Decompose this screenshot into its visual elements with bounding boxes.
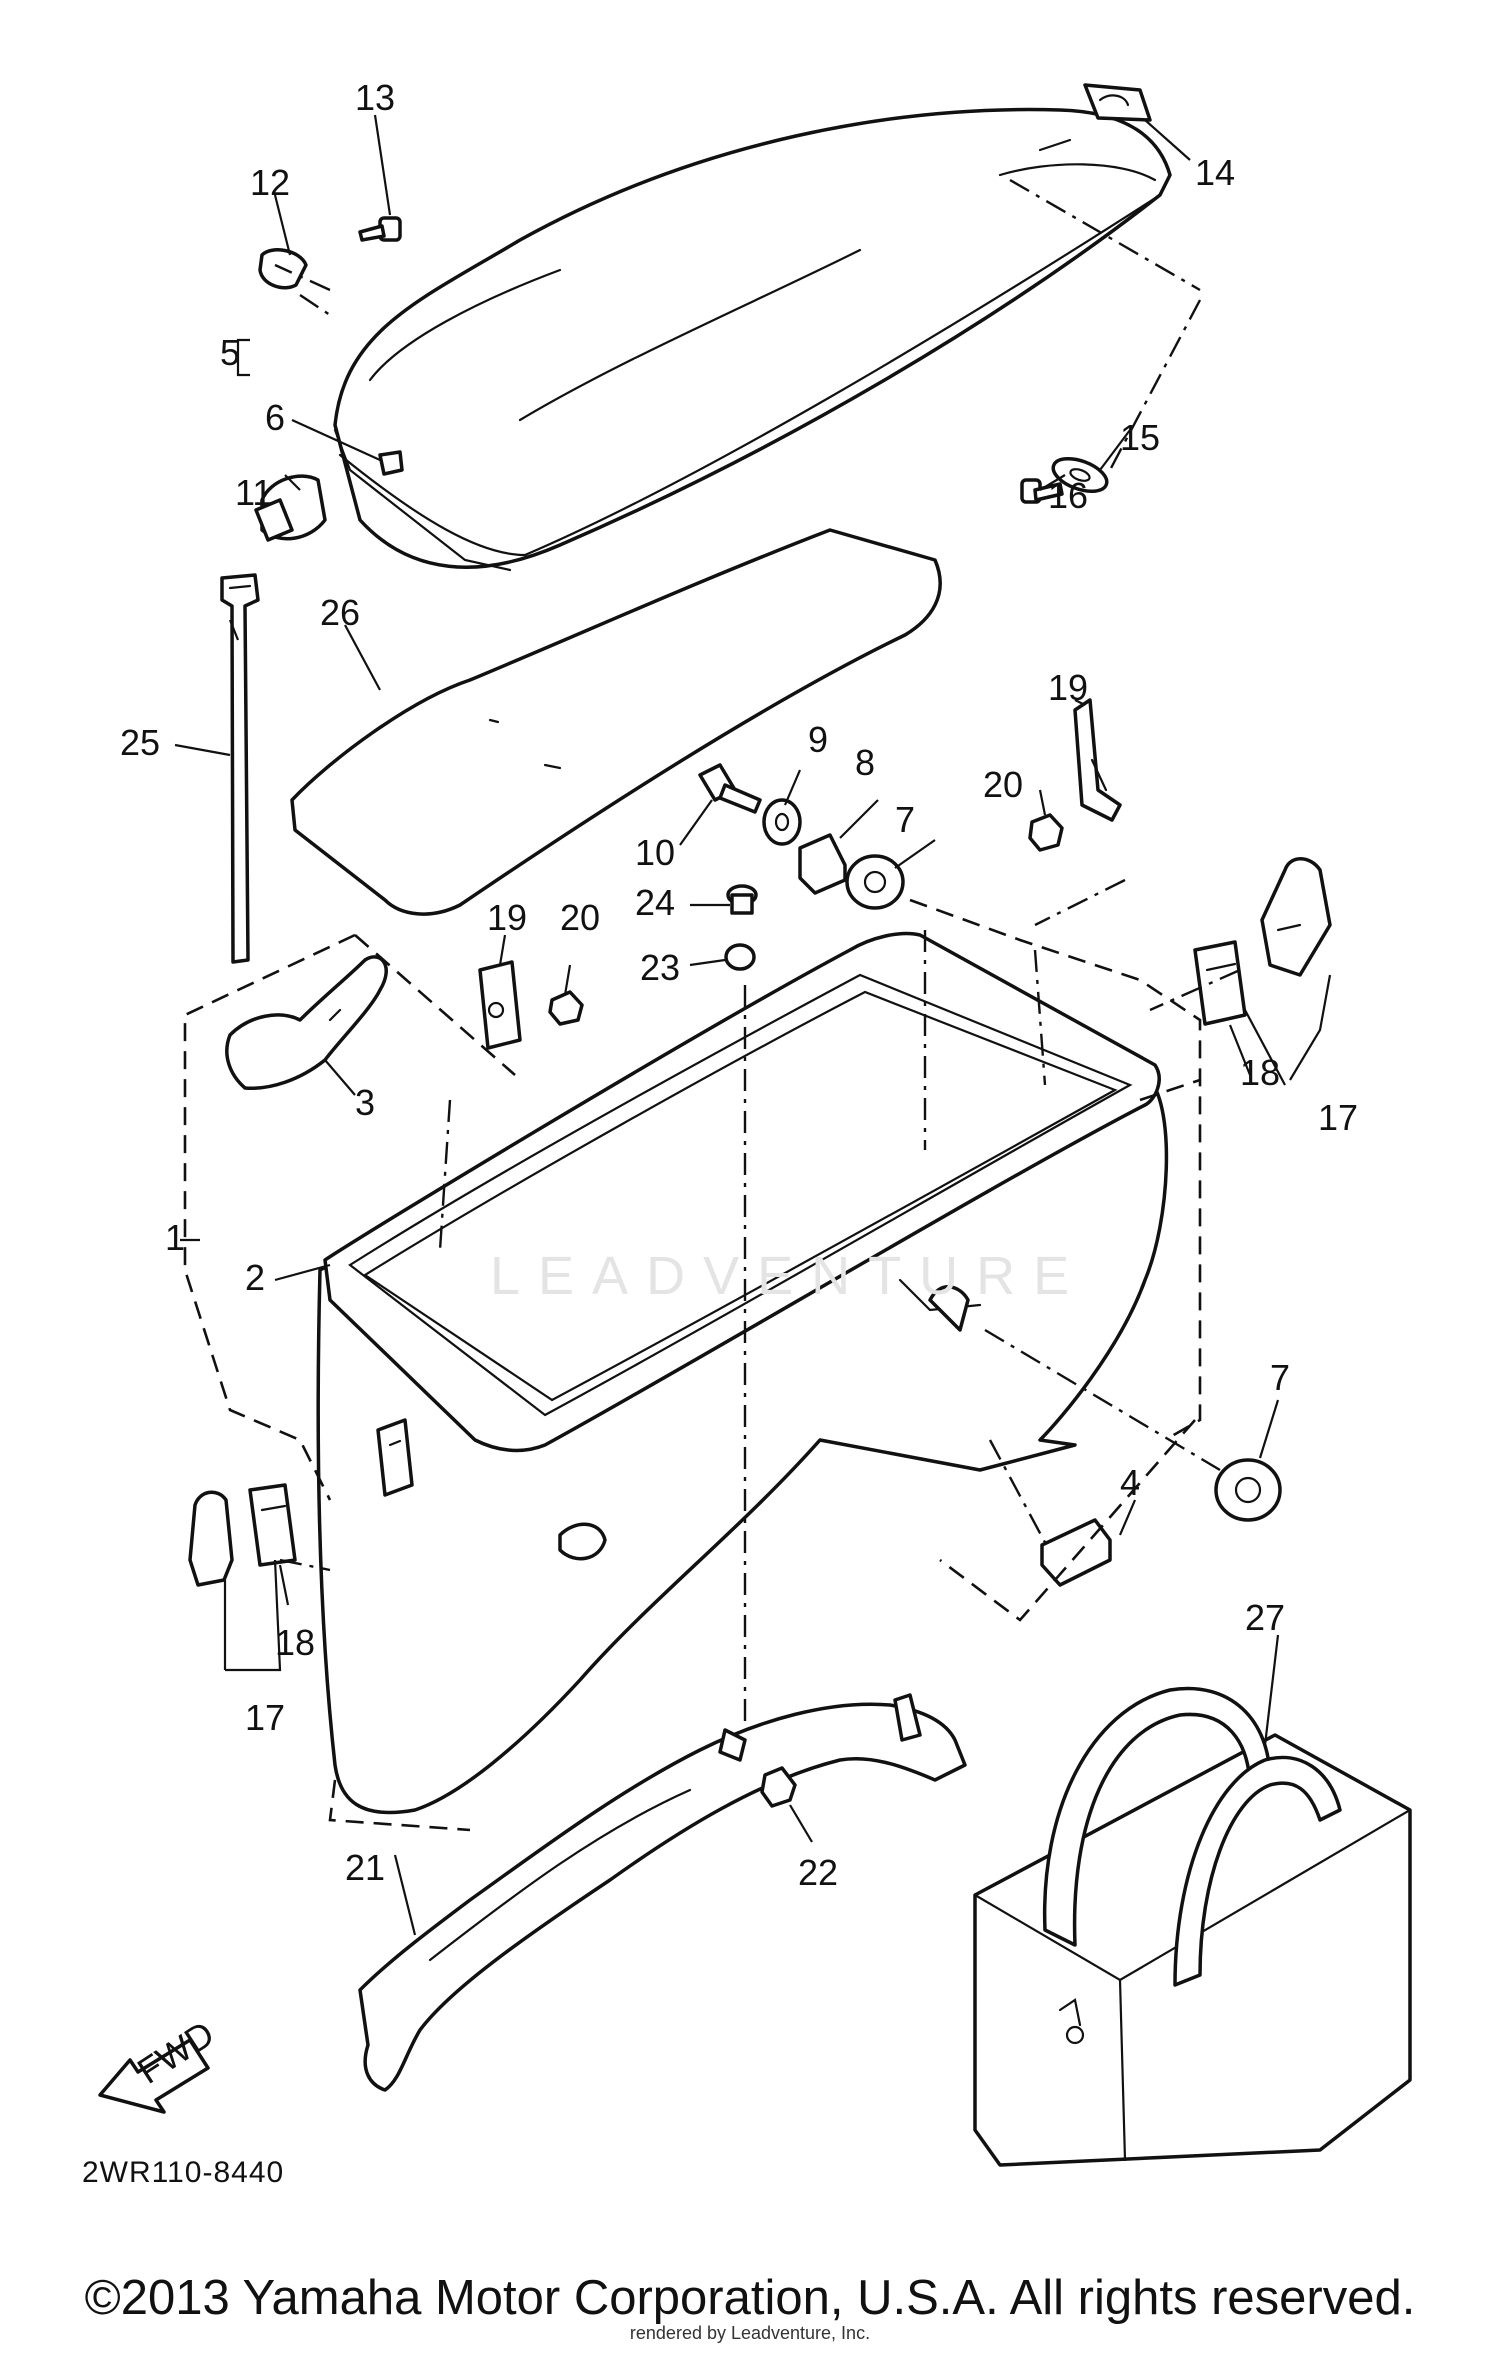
callout-9: 9 [808,719,828,760]
screw-13[interactable] [358,216,402,242]
latch-assembly-left[interactable] [188,1490,234,1587]
bracket-19-left[interactable] [478,960,522,1050]
callout-18-right: 18 [1240,1052,1280,1093]
callout-15: 15 [1120,417,1160,458]
damper-7-upper[interactable] [845,854,905,910]
washer-23[interactable] [724,943,756,971]
callout-2: 2 [245,1257,265,1298]
callout-23: 23 [640,947,680,988]
nut-20-right[interactable] [1028,813,1064,852]
callout-14: 14 [1195,152,1235,193]
callout-3: 3 [355,1082,375,1123]
callout-5: 5 [220,332,240,373]
callout-17-right: 17 [1318,1097,1358,1138]
damper-22[interactable] [760,1766,797,1808]
callout-21: 21 [345,1847,385,1888]
stay-21[interactable] [358,1693,967,2092]
body-latch-mount [376,1418,414,1497]
callout-13: 13 [355,77,395,118]
latch-assembly-right[interactable] [1260,857,1332,977]
bolt-10[interactable] [698,763,762,814]
latch-plate-right[interactable] [1193,940,1247,1026]
latch-catch[interactable] [254,474,327,542]
callout-11: 11 [235,472,272,513]
callout-19-left: 19 [487,897,527,938]
callout-18-left: 18 [275,1622,315,1663]
lid-lock[interactable] [378,450,404,476]
bolt-24[interactable] [726,884,758,915]
washer-9[interactable] [762,798,802,846]
watermark: LEADVENTURE [490,1246,1088,1306]
callout-26: 26 [320,592,360,633]
latch-plate-left[interactable] [248,1483,297,1567]
diagram-code: 2WR110-8440 [82,2156,285,2189]
collar-8[interactable] [798,833,847,895]
fwd-arrow: FWD [98,2013,221,2114]
hinge-plate-15[interactable] [1049,452,1111,497]
nut-20-left[interactable] [548,990,584,1026]
callout-1: 1 [165,1217,185,1258]
callout-7-upper: 7 [895,799,915,840]
callout-20-right: 20 [983,764,1023,805]
box-seal[interactable] [323,931,1161,1453]
callout-4: 4 [1120,1462,1140,1503]
copyright-notice: ©2013 Yamaha Motor Corporation, U.S.A. A… [84,2271,1416,2325]
callout-19-right: 19 [1048,667,1088,708]
gasket-3[interactable] [225,955,388,1090]
callout-25: 25 [120,722,160,763]
callout-24: 24 [635,882,675,923]
callout-27: 27 [1245,1597,1285,1638]
callout-17-left: 17 [245,1697,285,1738]
lid-liner[interactable] [290,528,942,916]
render-credit: rendered by Leadventure, Inc. [629,2323,871,2343]
hinge-plate-right[interactable] [1083,83,1152,122]
bracket-19-right[interactable] [1073,698,1122,822]
screw-16[interactable] [1020,478,1064,504]
saddlebag-lid[interactable] [333,107,1172,572]
callout-20-left: 20 [560,897,600,938]
callout-16: 16 [1048,475,1088,516]
callout-7-lower: 7 [1270,1357,1290,1398]
callout-8: 8 [855,742,875,783]
strap[interactable] [220,573,260,964]
callout-10: 10 [635,832,675,873]
callout-6: 6 [265,397,285,438]
body-badge [558,1522,607,1561]
inner-bag-27[interactable] [973,1686,1412,2167]
damper-7-lower[interactable] [1214,1458,1282,1522]
callout-22: 22 [798,1852,838,1893]
callout-12: 12 [250,162,290,203]
